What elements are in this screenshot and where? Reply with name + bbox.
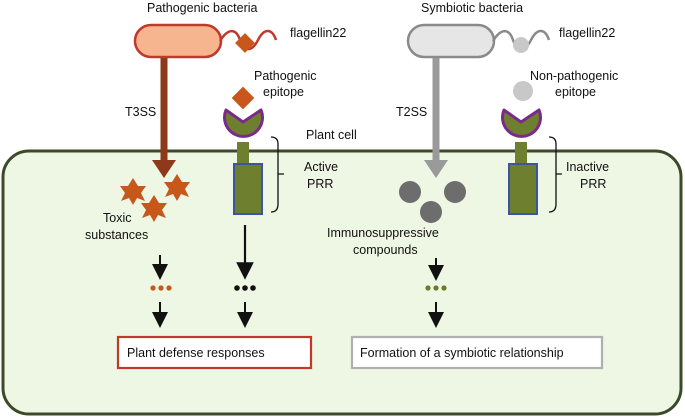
active-prr-head (223, 108, 264, 138)
compound-circle-2 (444, 181, 466, 203)
pathogenic-epitope-diamond (231, 86, 255, 110)
symbiotic-bacteria-title: Symbiotic bacteria (421, 1, 523, 15)
inactive-prr-bracket (548, 136, 562, 213)
t3ss-label: T3SS (125, 105, 156, 119)
compound-circle-1 (399, 181, 421, 203)
pathogenic-epitope-label-2: epitope (263, 85, 304, 99)
pathogenic-epitope-label-1: Pathogenic (254, 69, 317, 83)
inactive-prr (501, 108, 542, 215)
flagellin22-label-symbiotic: flagellin22 (559, 26, 615, 40)
non-pathogenic-epitope-label-2: epitope (555, 85, 596, 99)
t3ss-arrow-head (152, 160, 176, 178)
non-pathogenic-epitope-label-1: Non-pathogenic (530, 69, 618, 83)
symbiotic-relationship-text: Formation of a symbiotic relationship (360, 346, 564, 360)
plant-defense-text: Plant defense responses (127, 346, 265, 360)
toxic-star-1 (120, 178, 146, 205)
pathogenic-bacterium-body (133, 23, 223, 59)
toxic-label-1: Toxic (103, 211, 131, 225)
active-prr-label-2: PRR (307, 177, 333, 191)
active-prr-label-1: Active (304, 160, 338, 174)
inactive-prr-head (501, 108, 542, 138)
toxic-substances (120, 174, 190, 222)
plant-cell-label: Plant cell (306, 128, 357, 142)
active-prr (223, 108, 264, 215)
compounds-label-2: compounds (353, 243, 418, 257)
plant-defense-box (116, 335, 313, 370)
t2ss-arrow-head (424, 160, 448, 178)
pathogenic-bacteria-title: Pathogenic bacteria (147, 1, 258, 15)
active-prr-stalk (237, 142, 249, 166)
symbiotic-bacterium-body (406, 23, 496, 59)
inactive-prr-body (508, 163, 538, 215)
toxic-star-3 (141, 195, 167, 222)
compounds-label-1: Immunosuppressive (327, 226, 439, 240)
compound-circle-3 (420, 201, 442, 223)
immunosuppressive-compounds (399, 181, 466, 223)
inactive-prr-stalk (515, 142, 527, 166)
non-pathogenic-epitope-circle (513, 81, 533, 101)
prr-cascade-dots (234, 285, 256, 291)
flagellin22-circle-symbiotic (513, 37, 529, 53)
compound-cascade-dots (425, 285, 447, 291)
inactive-prr-label-2: PRR (580, 177, 606, 191)
t2ss-label: T2SS (396, 105, 427, 119)
active-prr-bracket (270, 136, 284, 213)
inactive-prr-label-1: Inactive (566, 160, 609, 174)
active-prr-body (233, 163, 263, 215)
toxic-cascade-dots (150, 285, 172, 291)
toxic-star-2 (164, 174, 190, 201)
toxic-label-2: substances (85, 228, 148, 242)
flagellin22-label-pathogenic: flagellin22 (290, 26, 346, 40)
symbiotic-relationship-box (350, 335, 604, 370)
